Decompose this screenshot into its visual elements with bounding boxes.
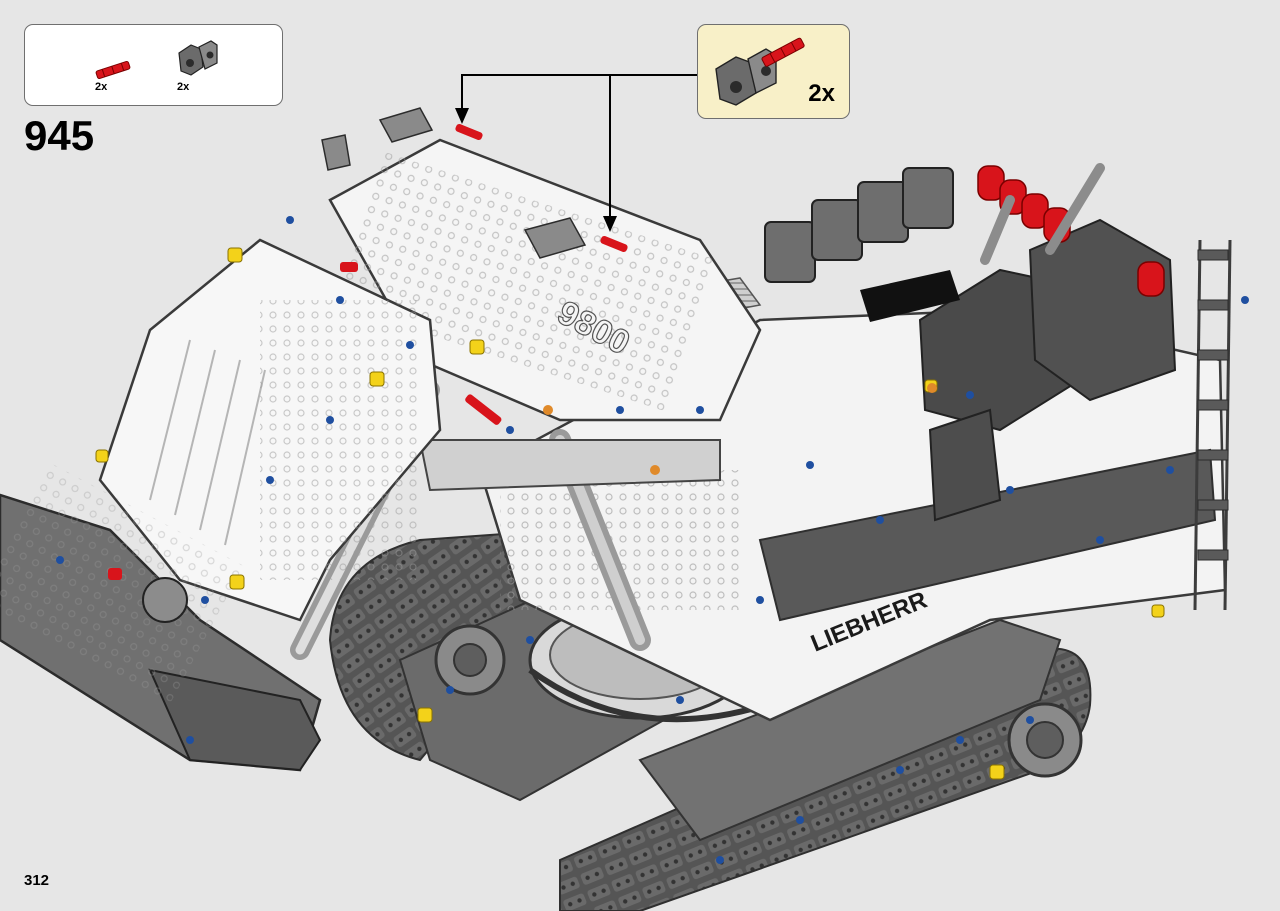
gray-connector-icon	[178, 40, 218, 76]
arrow-head-icon	[603, 216, 617, 232]
arrow-to-boom-top	[461, 74, 697, 112]
callout-quantity: 2x	[808, 80, 835, 107]
part-quantity: 2x	[95, 81, 108, 93]
step-number: 945	[24, 112, 95, 159]
sub-assembly-callout: 2x	[697, 24, 850, 119]
page-number: 312	[24, 872, 50, 889]
connector-with-axle-assembly-icon	[715, 37, 805, 106]
part-quantity: 2x	[177, 81, 190, 93]
arrow-head-icon	[455, 108, 469, 124]
red-axle-icon	[95, 60, 131, 80]
parts-list-panel: 2x 2x	[24, 24, 283, 106]
